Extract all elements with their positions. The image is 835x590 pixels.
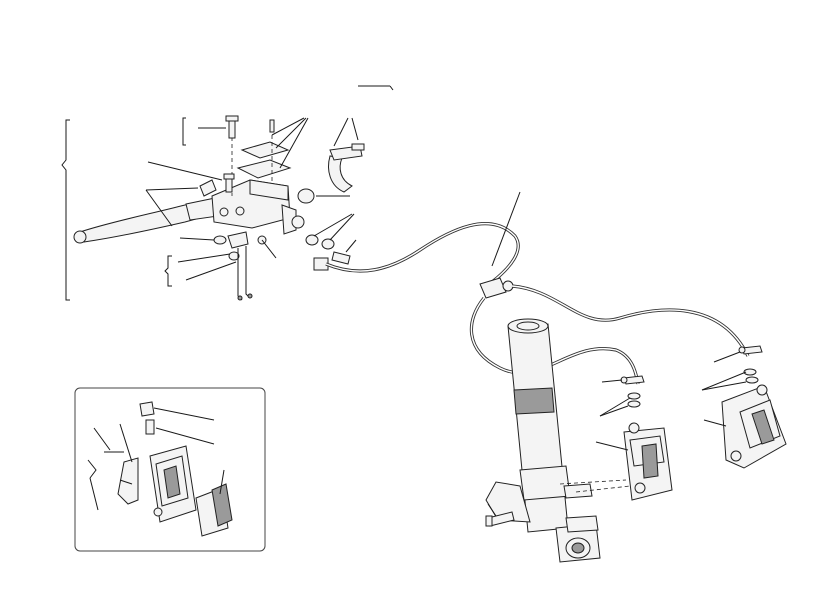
left-caliper-bolts xyxy=(620,375,645,408)
header-rule xyxy=(358,85,394,91)
right-caliper-bolts xyxy=(738,345,763,384)
front-brake-hose-right xyxy=(511,284,750,357)
front-brake-hose-main xyxy=(325,222,520,284)
caliper-detail-inset xyxy=(74,387,266,552)
left-brake-caliper xyxy=(559,422,673,501)
right-brake-caliper xyxy=(721,384,787,469)
front-brake-hose-left xyxy=(469,296,640,385)
banjo-fitting xyxy=(305,234,351,271)
hose-splitter xyxy=(479,277,514,299)
brake-lever xyxy=(73,197,219,244)
handlebar-clamp xyxy=(297,143,365,204)
assembly-bracket xyxy=(61,117,186,301)
callout-leader-lines xyxy=(145,117,747,517)
front-fork-leg xyxy=(485,318,601,563)
axle-pinch-bolt xyxy=(485,511,515,527)
